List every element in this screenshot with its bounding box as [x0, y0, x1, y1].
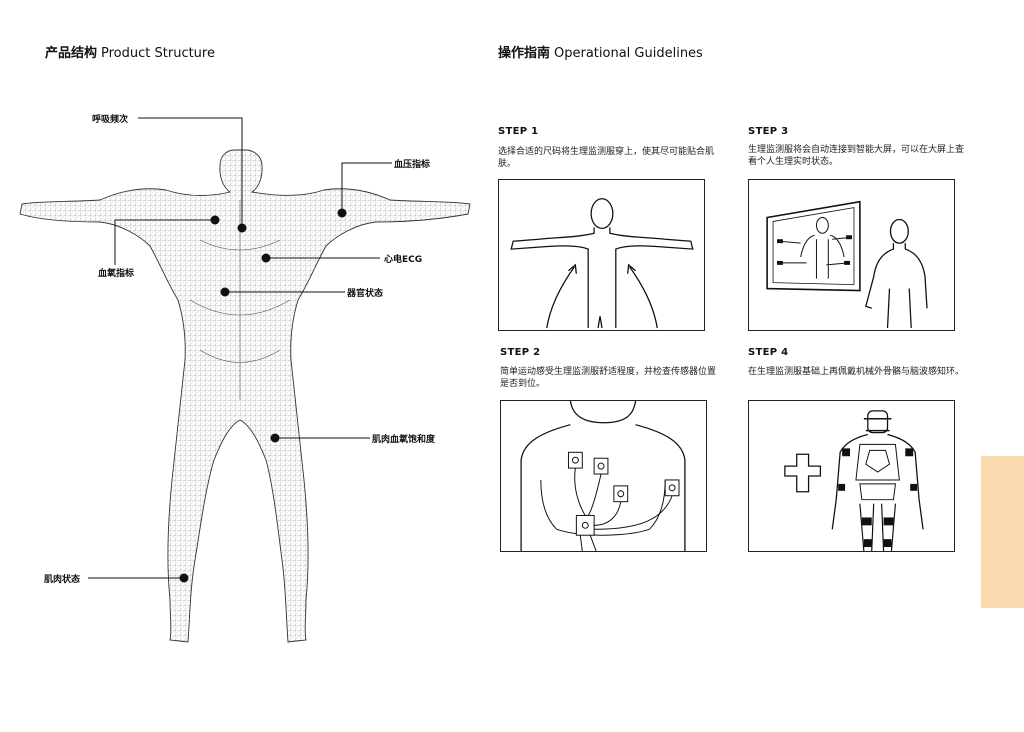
title-cn: 产品结构 [45, 46, 98, 61]
dot-blood-pressure [337, 208, 347, 218]
title-cn: 操作指南 [498, 46, 551, 61]
dot-muscle [179, 573, 189, 583]
callout-line-breathing [138, 117, 243, 228]
label-blood-pressure: 血压指标 [394, 160, 431, 170]
step-4-desc: 在生理监测服基础上再佩戴机械外骨骼与脑波感知环。 [748, 367, 965, 377]
label-blood-oxygen: 血氧指标 [98, 269, 135, 279]
label-muscle-oxygen: 肌肉血氧饱和度 [372, 435, 436, 445]
step-2-illustration [500, 400, 707, 552]
step-1-desc: 选择合适的尺码将生理监测服穿上，使其尽可能贴合肌肤。 [498, 147, 715, 169]
dot-ecg [261, 253, 271, 263]
callout-line-blood-pressure [341, 162, 392, 213]
step-2-title: STEP 2 [500, 347, 541, 358]
label-muscle: 肌肉状态 [44, 575, 81, 585]
title-en: Product Structure [101, 46, 215, 61]
exoskeleton-illustration [784, 410, 924, 551]
dot-organ [220, 287, 230, 297]
step-1-illustration [498, 179, 705, 331]
step-3-illustration [748, 179, 955, 331]
label-breathing: 呼吸频次 [92, 115, 129, 125]
step-3-title: STEP 3 [748, 126, 789, 137]
label-ecg: 心电ECG [384, 255, 423, 265]
title-en: Operational Guidelines [554, 46, 703, 61]
chest-sensors-illustration [520, 401, 686, 551]
smart-screen-illustration [766, 200, 928, 329]
body-outline [19, 149, 471, 643]
step-1-title: STEP 1 [498, 126, 539, 137]
dot-blood-oxygen [210, 215, 220, 225]
side-accent-tab [981, 456, 1024, 608]
body-wireframe-figure [19, 117, 471, 643]
dot-breathing [237, 223, 247, 233]
step-4-illustration [748, 400, 955, 552]
dot-muscle-oxygen [270, 433, 280, 443]
person-arms-out-illustration [510, 198, 694, 329]
label-organ: 器官状态 [347, 289, 384, 299]
step-4-title: STEP 4 [748, 347, 789, 358]
callout-line-blood-oxygen [114, 219, 215, 265]
step-3-desc: 生理监测服将会自动连接到智能大屏，可以在大屏上查看个人生理实时状态。 [748, 145, 965, 167]
step-2-desc: 简单运动感受生理监测服舒适程度，并检查传感器位置是否到位。 [500, 367, 717, 389]
